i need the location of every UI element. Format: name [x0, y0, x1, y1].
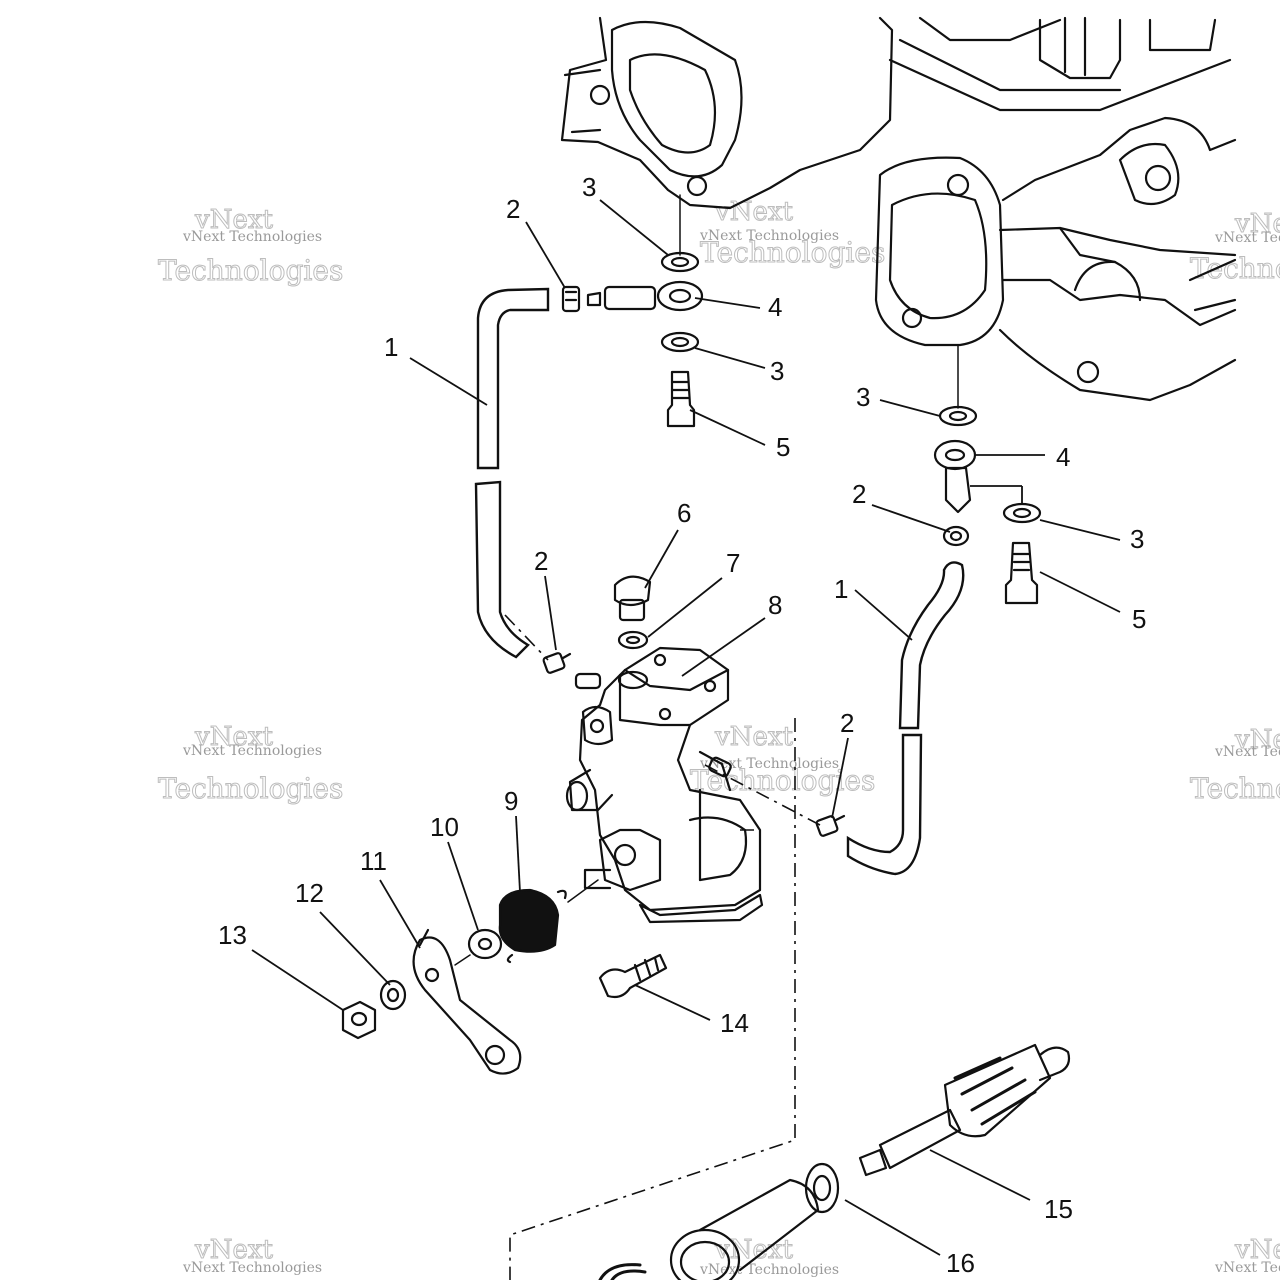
- callout-8: 8: [768, 590, 782, 620]
- svg-text:Technologies: Technologies: [158, 254, 343, 287]
- callout-2-pump-left: 2: [534, 546, 548, 576]
- callout-15: 15: [1044, 1194, 1073, 1224]
- svg-text:vNext: vNext: [714, 722, 793, 752]
- svg-text:vNext Technologies: vNext Technologies: [182, 743, 322, 759]
- callout-4-right: 4: [1056, 442, 1070, 472]
- svg-text:Technologies: Technologies: [700, 236, 885, 269]
- engine-block: [560, 16, 1237, 409]
- svg-text:Technologies: Technologies: [158, 772, 343, 805]
- callout-5-left: 5: [776, 432, 790, 462]
- svg-text:vNext Technologies: vNext Technologies: [699, 1262, 839, 1278]
- callout-6: 6: [677, 498, 691, 528]
- watermark-6: vNext vNext Technologies Technologies: [1190, 725, 1280, 806]
- watermark-2: vNext vNext Technologies Technologies: [699, 197, 886, 270]
- svg-text:Technologies: Technologies: [690, 764, 875, 797]
- svg-text:Technologies: Technologies: [1190, 252, 1280, 285]
- watermark-7: vNext vNext Technologies: [182, 1235, 322, 1277]
- callout-3-right: 3: [1130, 524, 1144, 554]
- callout-7: 7: [726, 548, 740, 578]
- watermark-1: vNext vNext Technologies Technologies: [158, 205, 344, 288]
- watermark-4: vNext vNext Technologies Technologies: [158, 722, 344, 806]
- watermarks: vNext vNext Technologies Technologies vN…: [158, 197, 1280, 1279]
- callout-1-right: 1: [834, 574, 848, 604]
- callout-5-right: 5: [1132, 604, 1146, 634]
- callout-3-mid-left: 3: [770, 356, 784, 386]
- svg-text:vNext Technologies: vNext Technologies: [182, 229, 322, 245]
- callout-3-top-left: 3: [582, 172, 596, 202]
- watermark-3: vNext vNext Technologies Technologies: [1190, 209, 1280, 286]
- hose-left: [474, 287, 550, 659]
- control-parts: [341, 879, 668, 1075]
- svg-text:vNext Technologies: vNext Technologies: [1214, 1260, 1280, 1276]
- callout-2-pump-right: 2: [840, 708, 854, 738]
- callout-9: 9: [504, 786, 518, 816]
- svg-text:vNext: vNext: [194, 205, 273, 235]
- drive-parts: [598, 1043, 1071, 1280]
- watermark-8: vNext vNext Technologies: [699, 1235, 839, 1279]
- svg-text:vNext Technologies: vNext Technologies: [182, 1260, 322, 1276]
- svg-text:vNext Technologies: vNext Technologies: [699, 228, 839, 244]
- callout-10: 10: [430, 812, 459, 842]
- svg-text:vNext Technologies: vNext Technologies: [699, 756, 839, 772]
- watermark-5: vNext vNext Technologies Technologies: [690, 722, 876, 798]
- svg-text:Technologies: Technologies: [1190, 772, 1280, 805]
- assembly-lines: [504, 614, 821, 1280]
- callout-13: 13: [218, 920, 247, 950]
- callout-11: 11: [360, 846, 387, 876]
- callout-2-upper-right: 2: [852, 479, 866, 509]
- callout-16: 16: [946, 1248, 975, 1278]
- fittings-upper-left: [561, 251, 704, 428]
- leader-lines: [251, 199, 1121, 1256]
- callout-4-left: 4: [768, 292, 782, 322]
- callout-14: 14: [720, 1008, 749, 1038]
- svg-text:vNext: vNext: [1234, 1235, 1280, 1265]
- svg-text:vNext Technologies: vNext Technologies: [1214, 230, 1280, 246]
- watermark-9: vNext vNext Technologies: [1214, 1235, 1280, 1277]
- svg-text:vNext: vNext: [714, 197, 793, 227]
- callout-labels: 1 1 2 2 2 2 3 3 3 3 4 4 5 5 6 7 8 9 10 1…: [218, 172, 1146, 1278]
- hose-right: [846, 561, 965, 876]
- callout-2-upper-left: 2: [506, 194, 520, 224]
- clamps-pump: [542, 652, 846, 837]
- svg-text:vNext: vNext: [1234, 209, 1280, 239]
- svg-text:vNext: vNext: [1234, 725, 1280, 755]
- svg-text:vNext: vNext: [194, 1235, 273, 1265]
- svg-text:vNext Technologies: vNext Technologies: [1214, 744, 1280, 760]
- callout-12: 12: [295, 878, 324, 908]
- callout-1-left: 1: [384, 332, 398, 362]
- svg-text:vNext: vNext: [194, 722, 273, 752]
- callout-3-upper-right: 3: [856, 382, 870, 412]
